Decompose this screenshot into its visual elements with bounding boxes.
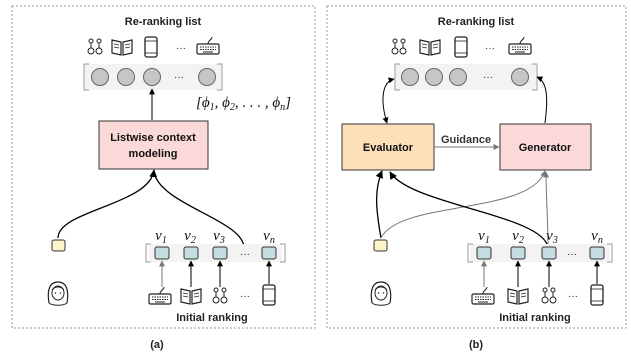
icons-ellipsis: ··· [240,291,250,302]
list-item-circle [91,68,109,86]
phone-icon [262,284,276,306]
item-label: vn [591,228,603,246]
list-item-circle [425,68,443,86]
list-item-circle [401,68,419,86]
evaluator-box [341,123,435,171]
list-ellipsis: ··· [174,72,184,83]
reranked-list: ··· [83,63,223,91]
list-background [470,244,610,262]
panel-b-title: Re-ranking list [438,16,515,28]
panel-a-frame [11,5,316,329]
item-label: v1 [478,228,490,246]
book-icon [180,288,202,305]
generator-to-list-arrow [536,76,548,124]
user-to-generator-edge [380,170,547,239]
list-item-circle [117,68,135,86]
panel-a-title: Re-ranking list [125,16,202,28]
earrings-icon [391,38,407,55]
panel-b: Re-ranking list ··· ··· Evaluator Genera… [326,5,627,351]
list-item-circle [511,68,529,86]
right-bracket [217,63,223,91]
items-to-model-edge [153,171,245,249]
item-label: v3 [213,228,225,246]
item-box [261,246,277,260]
caption-b: (b) [469,339,483,351]
item-box [541,246,557,260]
panel-b-frame [326,5,627,329]
initial-ranking-list: ··· [467,243,613,263]
book-icon [419,39,441,56]
phone-icon [454,36,468,58]
item-box [589,246,605,260]
items-to-generator-edge [543,171,550,249]
keyboard-icon [148,286,172,305]
right-bracket [280,243,286,263]
list-item-circle [198,68,216,86]
items-ellipsis: ··· [240,249,250,260]
user-feature-box [51,239,66,252]
phone-icon [144,36,158,58]
left-bracket [83,63,89,91]
caption-a: (a) [150,339,164,351]
reranked-list: ··· [394,63,538,91]
keyboard-icon [196,36,220,55]
user-to-evaluator-edge [375,170,383,239]
icons-ellipsis: ··· [176,43,186,54]
item-box [212,246,228,260]
earrings-icon [87,38,103,55]
listwise-model-box [98,120,209,170]
right-bracket [607,243,613,263]
list-item-circle [449,68,467,86]
model-label-line1: Listwise context [110,132,196,144]
earrings-icon [541,287,557,304]
item-box [476,246,492,260]
book-icon [111,39,133,56]
book-icon [507,288,529,305]
item-label: v3 [546,228,558,246]
earrings-icon [212,287,228,304]
user-icon [370,281,392,306]
generator-box [499,123,592,171]
left-bracket [394,63,400,91]
icons-ellipsis: ··· [485,43,495,54]
user-to-model-edge [57,169,158,239]
keyboard-icon [471,286,495,305]
items-ellipsis: ··· [567,249,577,260]
list-ellipsis: ··· [483,72,493,83]
evaluator-label: Evaluator [363,142,414,154]
item-box [154,246,170,260]
item-box [183,246,199,260]
icons-ellipsis: ··· [568,291,578,302]
model-label-line2: modeling [129,148,178,160]
user-feature-box [373,239,388,252]
panel-a: Re-ranking list ··· ··· [ϕ1, ϕ2, . . . ,… [11,5,316,351]
item-label: v2 [512,228,524,246]
initial-ranking-label: Initial ranking [499,312,571,324]
keyboard-icon [508,36,532,55]
score-vector: [ϕ1, ϕ2, . . . , ϕn] [196,95,291,113]
initial-ranking-list: ··· [145,243,286,263]
list-item-circle [143,68,161,86]
left-bracket [145,243,151,263]
left-bracket [467,243,473,263]
initial-ranking-label: Initial ranking [176,312,248,324]
item-label: v2 [184,228,196,246]
phone-icon [590,284,604,306]
items-to-evaluator-edge [389,171,549,249]
item-label: v1 [155,228,167,246]
item-label: vn [263,228,275,246]
user-icon [47,281,69,306]
guidance-label: Guidance [441,134,491,146]
item-box [510,246,526,260]
evaluator-list-arrow [382,77,395,124]
generator-label: Generator [519,142,572,154]
